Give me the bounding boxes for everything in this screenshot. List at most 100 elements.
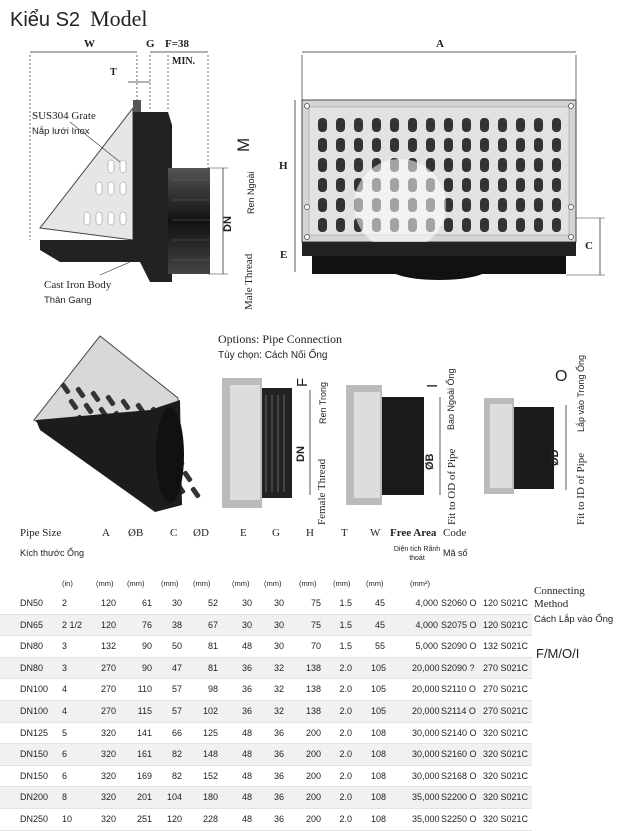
- grate-slot: [426, 138, 435, 152]
- cell-code2: 320 S021C: [483, 770, 529, 781]
- cell-c: 57: [171, 684, 182, 695]
- grate-slot: [408, 118, 417, 132]
- cell-d: 148: [202, 749, 218, 760]
- iso-grate-slot: [68, 398, 79, 411]
- cell-h: 70: [310, 641, 321, 652]
- grate-slot: [480, 118, 489, 132]
- grate-slot: [534, 158, 543, 172]
- grate-slot: [444, 178, 453, 192]
- cell-inch: 4: [62, 705, 68, 716]
- cell-b: 251: [136, 813, 152, 824]
- cell-b: 90: [141, 641, 152, 652]
- dim-dn: DN: [222, 216, 234, 232]
- cell-b: 201: [136, 792, 152, 803]
- cell-g: 36: [273, 813, 284, 824]
- cell-t: 2.0: [339, 770, 352, 781]
- grate-slot: [336, 198, 345, 212]
- cell-b: 141: [136, 727, 152, 738]
- spec-table: Pipe Size A ØB C ØD E G H T W Free Area …: [0, 527, 532, 831]
- cell-b: 90: [141, 662, 152, 673]
- unit-d: (mm): [193, 579, 211, 588]
- cell-inch: 2 1/2: [62, 619, 83, 630]
- dim-g: G: [146, 38, 155, 50]
- cell-code2: 320 S021C: [483, 792, 529, 803]
- dim-h: H: [279, 160, 288, 172]
- option-o-b: ØB: [424, 453, 436, 471]
- option-f-drawing: [222, 378, 311, 508]
- col-code: Code: [443, 527, 467, 539]
- grate-slot: [318, 218, 327, 232]
- cell-w: 108: [371, 770, 387, 781]
- grate-slot: [336, 138, 345, 152]
- fit-od-label-en: Fit to OD of Pipe: [446, 448, 458, 525]
- cell-e: 48: [241, 792, 252, 803]
- grate-slot: [354, 118, 363, 132]
- cell-code: S2140 O: [441, 727, 477, 738]
- cell-area: 20,000: [412, 705, 440, 716]
- cell-inch: 5: [62, 727, 68, 738]
- grate-slot: [318, 158, 327, 172]
- cell-area: 5,000: [415, 641, 438, 652]
- cell-b: 76: [141, 619, 152, 630]
- cell-c: 66: [171, 727, 182, 738]
- cell-inch: 3: [62, 662, 68, 673]
- cell-inch: 10: [62, 813, 73, 824]
- male-label-vi: Ren Ngoài: [246, 171, 256, 214]
- cell-t: 2.0: [339, 705, 352, 716]
- cell-a: 120: [100, 598, 116, 608]
- cell-h: 138: [305, 662, 321, 673]
- cell-t: 2.0: [339, 727, 352, 738]
- iso-grate-slot: [105, 394, 116, 407]
- grate-slot: [534, 178, 543, 192]
- option-f-dn: DN: [295, 446, 307, 462]
- sub-code-vi: Mã số: [443, 548, 468, 558]
- cell-a: 270: [100, 662, 116, 673]
- cell-w: 45: [374, 619, 385, 630]
- cell-d: 152: [202, 770, 218, 781]
- grate-slot: [516, 198, 525, 212]
- cell-code: S2200 O: [441, 792, 477, 803]
- cell-e: 30: [241, 619, 252, 630]
- col-c: C: [170, 527, 178, 539]
- dim-t: T: [110, 67, 117, 78]
- cell-t: 2.0: [339, 662, 352, 673]
- grate-slot: [354, 158, 363, 172]
- cell-a: 270: [100, 705, 116, 716]
- options-title: Options: Pipe Connection: [218, 332, 342, 346]
- cell-size: DN100: [20, 684, 49, 695]
- unit-in: (in): [62, 579, 73, 588]
- cell-inch: 6: [62, 770, 68, 781]
- cell-t: 1.5: [339, 598, 352, 608]
- cell-area: 30,000: [412, 727, 440, 738]
- col-b: ØB: [128, 527, 144, 539]
- grate-label-en: SUS304 Grate: [32, 110, 96, 122]
- grate-slot: [462, 198, 471, 212]
- cell-a: 270: [100, 684, 116, 695]
- cell-code2: 320 S021C: [483, 813, 529, 824]
- cell-e: 48: [241, 770, 252, 781]
- grate-slot: [408, 138, 417, 152]
- grate-slot: [552, 178, 561, 192]
- cell-c: 82: [171, 770, 182, 781]
- cell-t: 2.0: [339, 684, 352, 695]
- cell-e: 36: [241, 662, 252, 673]
- cell-e: 48: [241, 813, 252, 824]
- table-units: (in) (mm) (mm) (mm) (mm) (mm) (mm) (mm) …: [0, 573, 532, 593]
- unit-a: (mm): [96, 579, 114, 588]
- option-i-d: ØD: [549, 449, 561, 467]
- cell-g: 30: [273, 641, 284, 652]
- grate-slot: [318, 178, 327, 192]
- iso-grate-slot: [190, 486, 201, 499]
- cell-h: 138: [305, 684, 321, 695]
- cell-area: 20,000: [412, 662, 440, 673]
- col-pipe-size: Pipe Size: [20, 527, 62, 539]
- grate-slot: [552, 198, 561, 212]
- cell-inch: 8: [62, 792, 68, 803]
- cell-d: 52: [207, 598, 218, 608]
- fit-id-label-vi: Lắp vào Trong Ống: [576, 354, 586, 432]
- col-free-area: Free Area: [390, 527, 437, 539]
- cell-c: 30: [171, 598, 182, 608]
